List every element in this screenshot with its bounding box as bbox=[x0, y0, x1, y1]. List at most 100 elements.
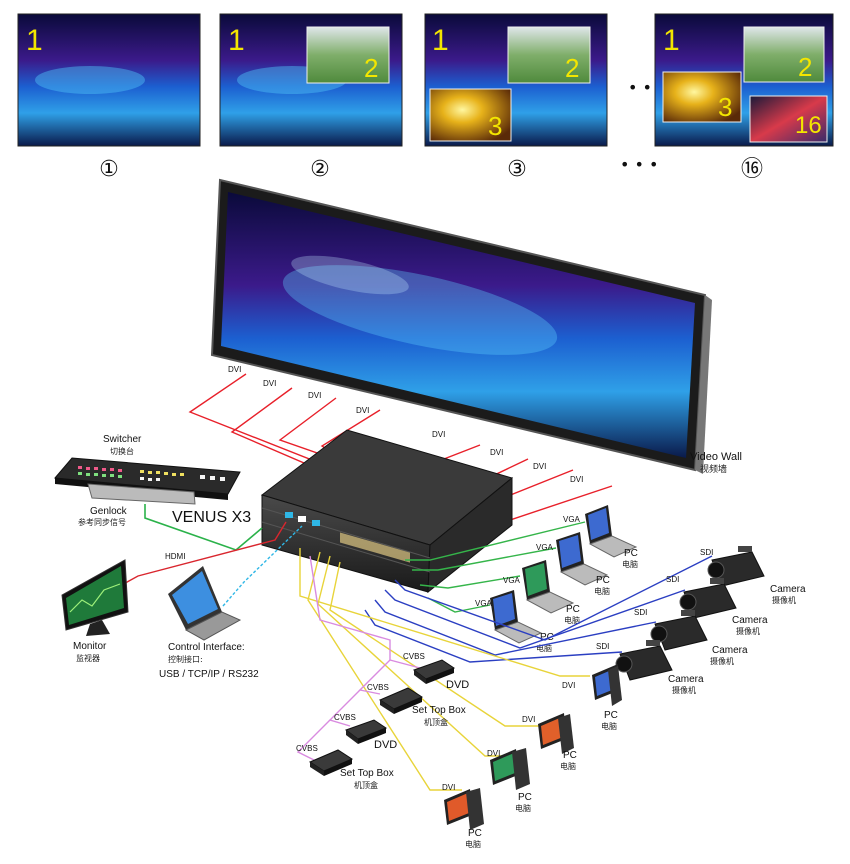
monitor-label: Monitor bbox=[73, 641, 107, 652]
control-laptop bbox=[168, 566, 242, 641]
vga-cables bbox=[405, 521, 586, 613]
step-panel-3: 1 2 3 ③ bbox=[424, 13, 608, 182]
control-ports: USB / TCP/IP / RS232 bbox=[159, 669, 259, 680]
window-number: 1 bbox=[432, 24, 449, 57]
desktop-pc bbox=[592, 664, 622, 706]
dvd-player bbox=[344, 719, 388, 744]
window-number: 16 bbox=[795, 112, 822, 139]
camera-label: Camera bbox=[732, 615, 768, 626]
dvi-label: DVI bbox=[442, 783, 455, 792]
camera-label: Camera bbox=[712, 645, 748, 656]
switcher-label-cn: 切换台 bbox=[110, 446, 134, 456]
vga-label: VGA bbox=[475, 599, 493, 608]
stage-window bbox=[662, 71, 742, 123]
cvbs-label: CVBS bbox=[403, 652, 425, 661]
camera-label: Camera bbox=[770, 584, 806, 595]
pc-label-cn: 电脑 bbox=[601, 721, 617, 731]
dvi-label: DVI bbox=[570, 475, 583, 484]
dvi-label: DVI bbox=[562, 681, 575, 690]
cvbs-cables bbox=[296, 555, 421, 761]
pc-label: PC bbox=[596, 575, 610, 586]
dvi-label: DVI bbox=[356, 406, 369, 415]
video-wall-label: Video Wall bbox=[690, 451, 742, 463]
pc-label: PC bbox=[540, 632, 554, 643]
window-number: 1 bbox=[228, 24, 245, 57]
dvi-label: DVI bbox=[432, 430, 445, 439]
pc-label-cn: 电脑 bbox=[594, 586, 610, 596]
desktop-pc bbox=[490, 748, 530, 790]
soccer-window bbox=[507, 26, 591, 84]
stb-label: Set Top Box bbox=[412, 705, 466, 716]
soccer-window bbox=[743, 26, 825, 83]
camera bbox=[615, 640, 673, 681]
switcher-console bbox=[53, 457, 241, 505]
cvbs-label: CVBS bbox=[334, 713, 356, 722]
camera-label-cn: 摄像机 bbox=[710, 656, 734, 666]
camera-label-cn: 摄像机 bbox=[736, 626, 760, 636]
monitor-label-cn: 监视器 bbox=[76, 653, 100, 663]
genlock-label-cn: 参考同步信号 bbox=[78, 517, 126, 527]
step-panel-1: 1 ① bbox=[17, 13, 201, 182]
ellipsis: • • • bbox=[620, 155, 658, 174]
pc-label-cn: 电脑 bbox=[564, 615, 580, 625]
switcher-label: Switcher bbox=[103, 434, 142, 445]
video-wall bbox=[210, 178, 712, 474]
dvd-label: DVD bbox=[374, 739, 397, 751]
window-number: 2 bbox=[798, 52, 812, 82]
camera-label: Camera bbox=[668, 674, 704, 685]
camera bbox=[679, 578, 737, 619]
camera bbox=[707, 546, 765, 587]
control-label-cn: 控制接口: bbox=[168, 654, 203, 664]
window-number: 2 bbox=[364, 53, 378, 83]
pc-label: PC bbox=[604, 710, 618, 721]
cvbs-label: CVBS bbox=[296, 744, 318, 753]
genlock-label: Genlock bbox=[90, 506, 128, 517]
monitor bbox=[61, 559, 129, 636]
step-label: ② bbox=[310, 157, 330, 182]
dvd-player bbox=[412, 659, 456, 684]
sdi-label: SDI bbox=[666, 575, 679, 584]
window-number: 3 bbox=[488, 111, 502, 141]
vga-label: VGA bbox=[563, 515, 581, 524]
stb-label-cn: 机顶盒 bbox=[424, 717, 448, 727]
genlock-cable bbox=[144, 504, 263, 551]
control-label: Control Interface: bbox=[168, 642, 245, 653]
pc-label: PC bbox=[518, 792, 532, 803]
video-wall-label-cn: 视频墙 bbox=[700, 463, 727, 475]
window-number: 1 bbox=[663, 24, 680, 57]
step-label: ① bbox=[99, 157, 119, 182]
set-top-box bbox=[308, 749, 354, 776]
dvi-label: DVI bbox=[490, 448, 503, 457]
dvi-label: DVI bbox=[228, 365, 241, 374]
camera bbox=[650, 610, 708, 651]
dvd-label: DVD bbox=[446, 679, 469, 691]
pc-label: PC bbox=[468, 828, 482, 839]
dvi-label: DVI bbox=[263, 379, 276, 388]
dvi-label: DVI bbox=[522, 715, 535, 724]
pc-label-cn: 电脑 bbox=[536, 643, 552, 653]
control-cable bbox=[222, 525, 303, 607]
vga-pc-laptop bbox=[585, 505, 638, 558]
window-number: 3 bbox=[718, 92, 732, 122]
camera-label-cn: 摄像机 bbox=[672, 685, 696, 695]
pc-label: PC bbox=[624, 548, 638, 559]
step-panel-16: 1 2 3 16 ⑯ bbox=[654, 13, 834, 182]
window-number: 1 bbox=[26, 24, 43, 57]
vga-label: VGA bbox=[503, 576, 521, 585]
vga-label: VGA bbox=[536, 543, 554, 552]
vga-pc-laptop bbox=[522, 560, 575, 614]
sdi-label: SDI bbox=[596, 642, 609, 651]
step-label: ⑯ bbox=[741, 157, 763, 182]
dvi-label: DVI bbox=[533, 462, 546, 471]
dvi-label: DVI bbox=[308, 391, 321, 400]
studio-window bbox=[749, 95, 828, 143]
sdi-label: SDI bbox=[634, 608, 647, 617]
pc-label-cn: 电脑 bbox=[465, 839, 481, 849]
vga-pc-laptop bbox=[556, 532, 609, 586]
desktop-pc bbox=[538, 713, 574, 754]
pc-label-cn: 电脑 bbox=[622, 559, 638, 569]
dvi-labels: DVI DVI DVI DVI DVI DVI DVI DVI bbox=[228, 365, 583, 484]
pc-label-cn: 电脑 bbox=[560, 761, 576, 771]
step-panel-2: 1 2 ② bbox=[219, 13, 403, 182]
stb-label-cn: 机顶盒 bbox=[354, 780, 378, 790]
